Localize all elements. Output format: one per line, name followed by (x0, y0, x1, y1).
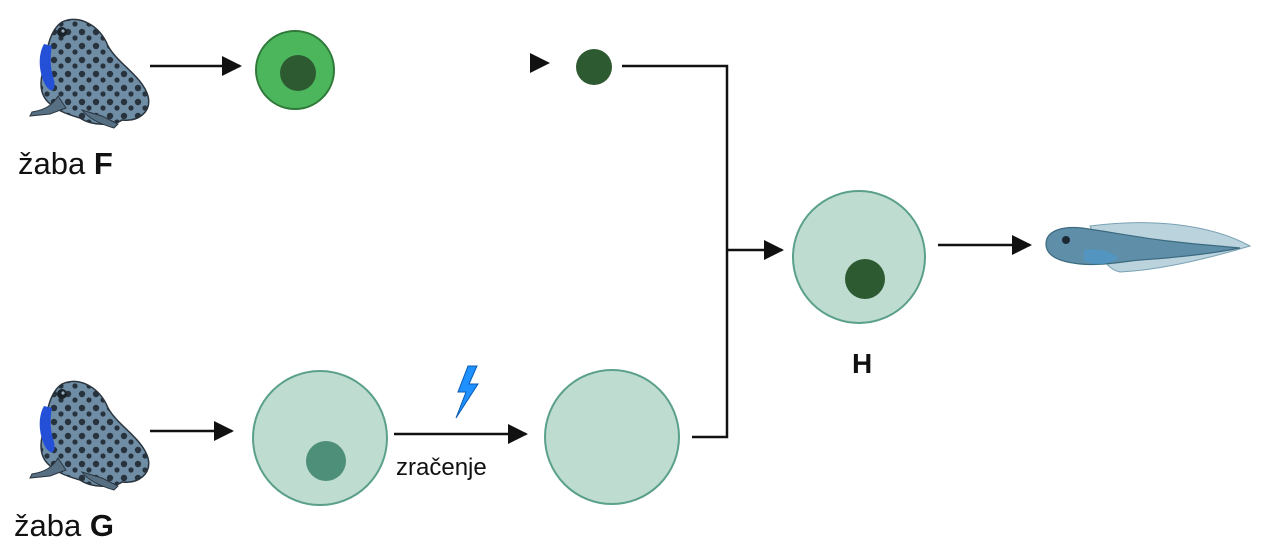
frog-g-label-letter: G (89, 508, 114, 543)
connector-bottom (692, 250, 729, 439)
enucleated-egg-cell (544, 369, 680, 505)
frog-f-label-letter: F (93, 146, 113, 181)
frog-g-egg-nucleus (306, 441, 346, 481)
cell-h-label: H (852, 348, 873, 379)
frog-g-egg-cell (252, 370, 388, 506)
frog-f-cell-nucleus (280, 55, 316, 91)
connector-top (622, 64, 729, 250)
cell-h-nucleus (845, 259, 885, 299)
radiation-label: zračenje (396, 454, 487, 481)
frog-g-label-prefix: žaba (14, 508, 82, 543)
lightning-bolt-icon (455, 365, 479, 419)
frog-f-label: žaba F (18, 146, 113, 182)
tadpole-icon (1045, 222, 1252, 273)
frog-f-cell (255, 30, 335, 110)
cell-h (792, 190, 926, 324)
frog-f-label-prefix: žaba (18, 146, 86, 181)
frog-g-label: žaba G (14, 508, 114, 544)
isolated-nucleus (576, 49, 612, 85)
frog-g-icon (29, 380, 150, 491)
frog-f-icon (29, 18, 150, 129)
